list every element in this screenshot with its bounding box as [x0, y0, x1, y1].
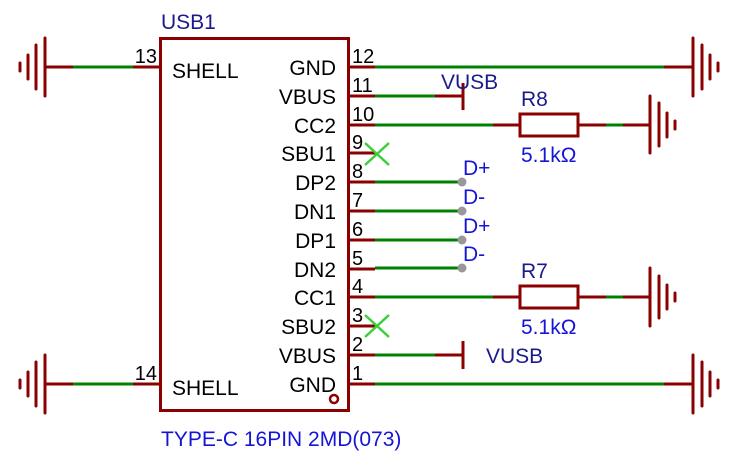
net-label-pin6[interactable]: D+ [375, 215, 490, 245]
pin-number: 11 [352, 75, 373, 97]
pin-name: SHELL [172, 377, 239, 400]
pin-name: CC2 [294, 115, 336, 138]
resistor-value: 5.1kΩ [521, 144, 576, 167]
power-net-label: VUSB [441, 71, 498, 94]
net-label-pin5[interactable]: D- [375, 243, 485, 273]
pin-name: SBU2 [281, 316, 336, 339]
pin-name: CC1 [294, 287, 336, 310]
pin-name: SBU1 [281, 143, 336, 166]
junction-dot [457, 177, 467, 187]
power-flag-vusb-pin11[interactable]: VUSB [375, 71, 498, 110]
pin-name: VBUS [279, 345, 336, 368]
ground-symbol-r8 [648, 94, 677, 155]
pin-name: DP1 [295, 230, 336, 253]
net-label-text: D+ [463, 157, 490, 180]
ground-symbol-left-bottom [18, 353, 47, 415]
pin-number: 12 [352, 46, 374, 68]
pin-number: 10 [352, 104, 374, 126]
pin-number: 14 [135, 363, 157, 385]
junction-dot [457, 263, 467, 273]
power-flag-vusb-pin2[interactable]: VUSB [375, 341, 543, 369]
power-net-label: VUSB [486, 345, 543, 368]
resistor-designator: R8 [521, 88, 548, 111]
net-label-text: D- [463, 186, 485, 209]
pin-number: 1 [352, 363, 363, 385]
net-label-pin8[interactable]: D+ [375, 157, 490, 187]
resistor-r8[interactable]: R8 5.1kΩ [375, 88, 650, 167]
pin-name: SHELL [172, 60, 239, 83]
junction-dot [457, 206, 467, 216]
pin-name: GND [289, 57, 336, 80]
component-designator: USB1 [161, 11, 216, 34]
net-label-text: D- [463, 243, 485, 266]
net-label-pin7[interactable]: D- [375, 186, 485, 216]
right-pins: 12GND11VBUS10CC29SBU18DP27DN16DP15DN24CC… [279, 46, 375, 397]
pin-number: 5 [352, 248, 363, 270]
pin-number: 4 [352, 276, 363, 298]
resistor-r7[interactable]: R7 5.1kΩ [375, 260, 650, 339]
resistor-value: 5.1kΩ [521, 316, 576, 339]
pin1-marker [328, 393, 340, 405]
pin-number: 7 [352, 190, 363, 212]
pin-number: 9 [352, 132, 363, 154]
resistor-designator: R7 [521, 260, 548, 283]
pin-number: 2 [352, 334, 363, 356]
ground-symbol-r7 [648, 266, 677, 328]
net-label-text: D+ [463, 215, 490, 238]
pin-name: DN2 [294, 259, 336, 282]
pin-name: VBUS [279, 86, 336, 109]
ground-symbol-right-bottom [691, 353, 720, 415]
no-connect-pin9 [364, 142, 390, 166]
pin-number: 3 [352, 305, 363, 327]
pin-number: 8 [352, 161, 363, 183]
pin-name: DN1 [294, 201, 336, 224]
no-connect-pin3 [364, 314, 390, 338]
pin-number: 13 [135, 46, 157, 68]
pin-number: 6 [352, 219, 363, 241]
usb-connector-body[interactable] [159, 37, 350, 412]
ground-symbol-right-top [691, 36, 720, 98]
pin-name: GND [289, 374, 336, 397]
junction-dot [457, 235, 467, 245]
pin-name: DP2 [295, 172, 336, 195]
ground-symbol-left-top [18, 36, 47, 98]
component-value: TYPE-C 16PIN 2MD(073) [161, 428, 401, 451]
